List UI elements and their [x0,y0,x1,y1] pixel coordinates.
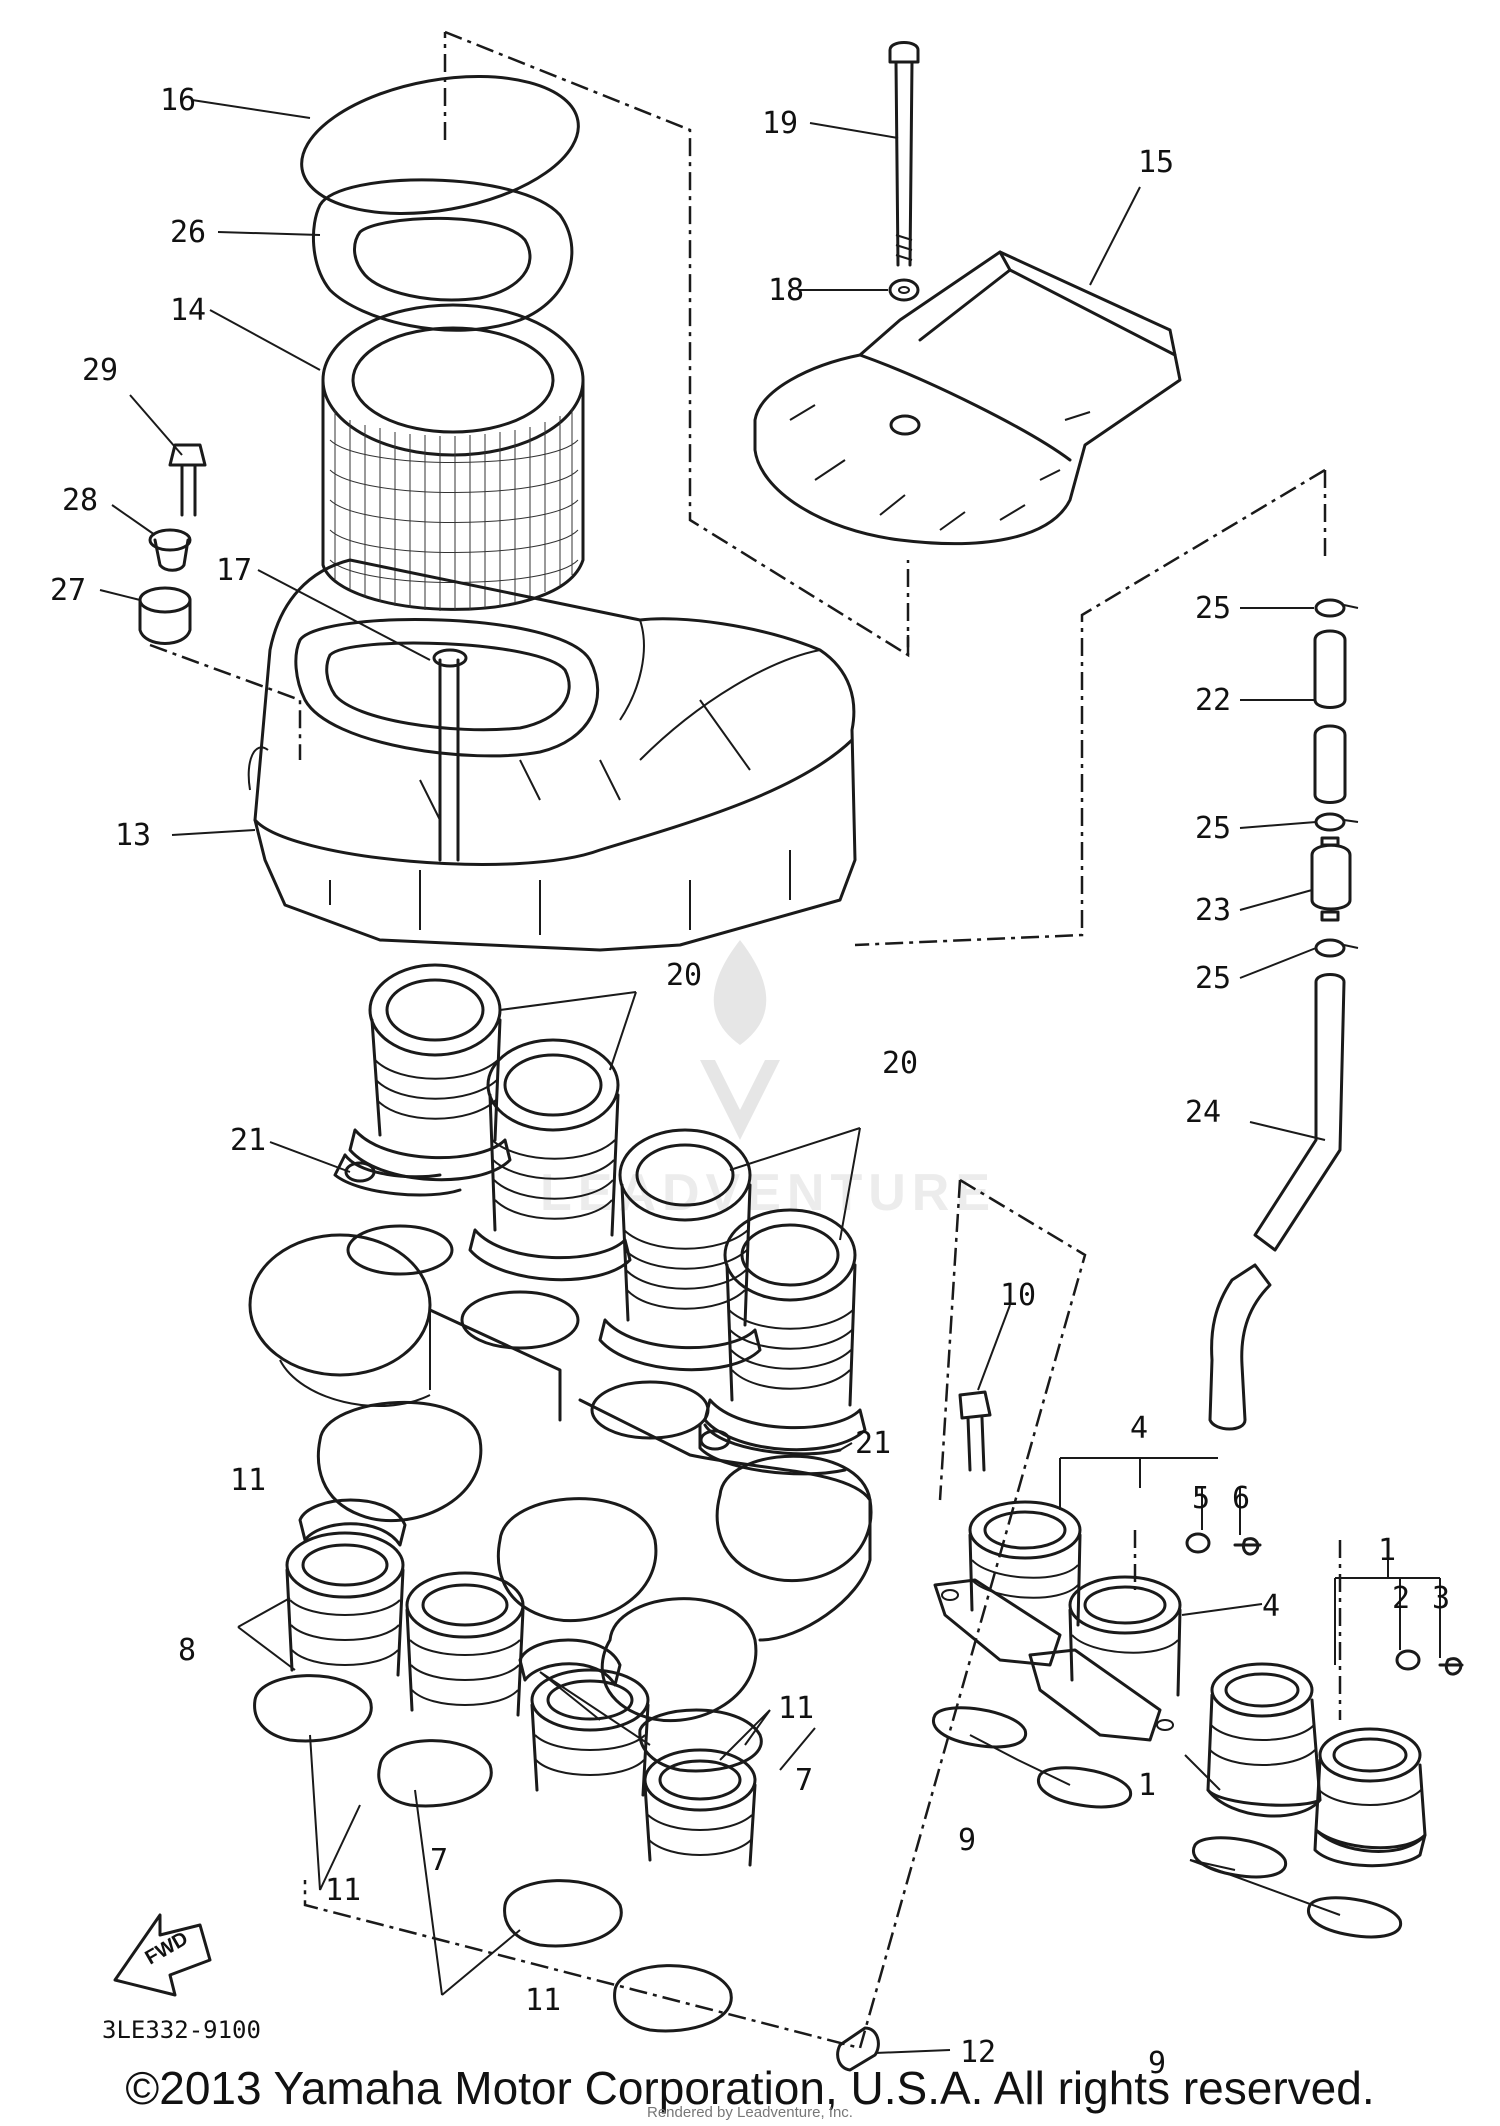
gasket-9-4 [1307,1896,1403,1939]
callout-13: 13 [115,818,151,853]
callout-15: 15 [1138,145,1174,180]
callout-28: 28 [62,483,98,518]
gasket-9-2 [1037,1766,1133,1809]
air-filter-case-13 [247,558,857,952]
callout-22: 22 [1195,683,1231,718]
joint-20-2 [468,1038,632,1282]
cap-5 [1185,1532,1211,1554]
rendered-by-credit: Rendered by Leadventure, Inc. [647,2104,853,2121]
grommet-27 [138,586,192,645]
callout-14: 14 [170,293,206,328]
carb-joint-8-2 [405,1571,525,1717]
case-cap-15 [753,250,1182,546]
clamp-21-lower [698,1423,847,1476]
callout-8: 8 [178,1633,196,1668]
callout-4-right: 4 [1262,1589,1280,1624]
clamp-21-upper [333,1153,462,1197]
manifold-1-1 [1206,1662,1322,1818]
callout-1-bottom: 1 [1138,1768,1156,1803]
callout-25-bottom: 25 [1195,961,1231,996]
carb-joint-7-2 [643,1748,757,1867]
bolt-29 [168,443,207,517]
callout-16: 16 [160,83,196,118]
callout-numbers: 16 26 14 29 28 27 17 13 19 15 18 25 22 2… [50,83,1450,2081]
clip-25-bottom [1314,938,1359,958]
screw-10 [958,1390,992,1472]
callout-24: 24 [1185,1095,1221,1130]
clamp-6 [1233,1537,1262,1556]
callout-5: 5 [1192,1481,1210,1516]
callout-26: 26 [170,215,206,250]
drawing-number: 3LE332-9100 [102,2016,261,2044]
callout-20-upper: 20 [666,958,702,993]
collar-28 [148,528,192,572]
copyright-notice: ©2013 Yamaha Motor Corporation, U.S.A. A… [125,2062,1375,2114]
callout-25-middle: 25 [1195,811,1231,846]
callout-9-left: 9 [958,1823,976,1858]
callout-7-left: 7 [430,1843,448,1878]
callout-12: 12 [960,2035,996,2070]
washer-18 [888,278,920,302]
air-filter-element-14 [321,303,585,611]
callout-20-right: 20 [882,1046,918,1081]
callout-18: 18 [768,273,804,308]
bolt-17 [432,648,468,862]
callout-23: 23 [1195,893,1231,928]
element-cover-26 [311,178,574,332]
joint-20-1 [348,963,512,1182]
callout-19: 19 [762,106,798,141]
screw-19 [888,41,920,267]
cap-2 [1395,1649,1421,1671]
callout-6: 6 [1232,1481,1250,1516]
carb-joint-8-1 [285,1531,405,1677]
seal-ring-16 [300,75,580,215]
clamp-11-group [253,1498,763,2033]
joint-20-3 [598,1128,762,1372]
carburetor-assembly [248,1224,873,1723]
callout-21-upper: 21 [230,1123,266,1158]
callout-11-lower-left: 11 [325,1873,361,1908]
manifold-4-2 [1028,1575,1182,1742]
callout-9-right: 9 [1148,2046,1166,2081]
clip-25-top [1314,598,1359,618]
callout-25-top: 25 [1195,591,1231,626]
callout-11-bottom: 11 [525,1983,561,2018]
fwd-arrow-icon: FWD [113,1913,212,1997]
clamp-3 [1438,1657,1464,1676]
joint-20-4 [703,1208,867,1452]
clip-25-middle [1314,812,1359,832]
callout-1-top: 1 [1378,1533,1396,1568]
callout-11-right: 11 [778,1691,814,1726]
callout-7-right: 7 [795,1763,813,1798]
callout-4-top: 4 [1130,1411,1148,1446]
assembly-guide-lines [149,30,1342,2050]
inline-filter-23 [1310,836,1352,922]
manifold-4-1 [933,1500,1082,1667]
gasket-9-1 [932,1706,1028,1749]
leadventure-watermark: LEADVENTURE [540,940,990,1222]
callout-2: 2 [1392,1581,1410,1616]
gasket-9-3 [1192,1836,1288,1879]
manifold-1-2 [1313,1727,1427,1868]
callout-21-lower: 21 [855,1426,891,1461]
callout-10: 10 [1000,1278,1036,1313]
leader-lines [99,99,1441,2054]
breather-hose-24 [1208,973,1346,1431]
hose-22 [1313,629,1347,804]
callout-3: 3 [1432,1581,1450,1616]
callout-17: 17 [216,553,252,588]
callout-11-upper-left: 11 [230,1463,266,1498]
callout-27: 27 [50,573,86,608]
cap-12 [836,2026,880,2072]
callout-29: 29 [82,353,118,388]
